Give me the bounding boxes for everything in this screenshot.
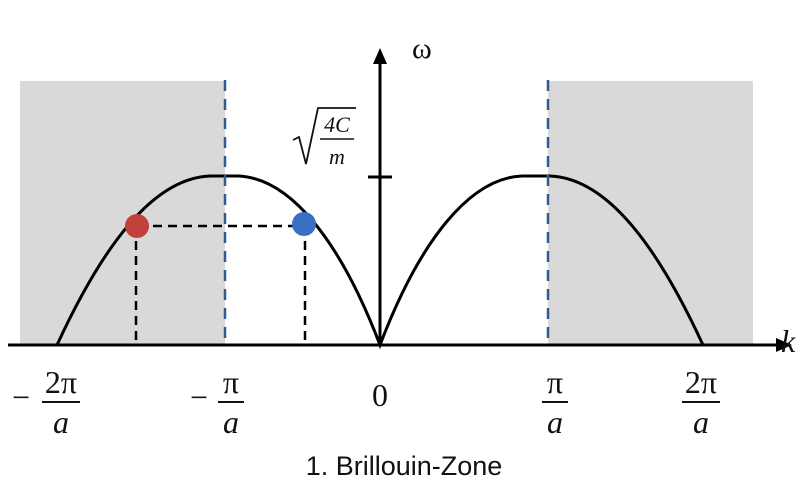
tick-zero-label: 0 — [372, 377, 388, 413]
blue-point — [292, 212, 316, 236]
tick-denominator: a — [693, 404, 709, 440]
tick-fraction-bar — [542, 401, 568, 403]
tick-minus-pi-over-a: π a — [186, 365, 276, 439]
sqrt-denominator: m — [329, 144, 345, 169]
y-axis-label: ω — [412, 32, 432, 65]
tick-fraction-bar — [42, 401, 80, 403]
x-axis-arrowhead — [776, 338, 792, 352]
x-axis-label: k — [781, 323, 796, 359]
tick-fraction-bar — [218, 401, 244, 403]
shaded-region-left — [20, 81, 225, 345]
tick-denominator: a — [223, 404, 239, 440]
tick-pi-over-a: π a — [510, 365, 600, 439]
figure-caption: 1. Brillouin-Zone — [305, 451, 503, 481]
tick-numerator: π — [222, 364, 240, 400]
tick-denominator: a — [547, 404, 563, 440]
tick-numerator: 2π — [684, 364, 718, 400]
tick-numerator: 2π — [44, 364, 78, 400]
tick-fraction-bar — [682, 401, 720, 403]
red-point — [125, 214, 149, 238]
tick-minus-pi-sign: − — [190, 379, 209, 415]
tick-minus-2pi-sign: − — [12, 379, 31, 415]
tick-numerator: π — [546, 364, 564, 400]
tick-2pi-over-a: 2π a — [656, 365, 746, 439]
tick-zero: 0 — [335, 378, 425, 412]
sqrt-sign — [292, 107, 356, 165]
tick-denominator: a — [53, 404, 69, 440]
y-axis-arrowhead — [373, 48, 387, 64]
tick-minus-2pi-over-a: 2π a — [16, 365, 106, 439]
y-tick-label: 4C m — [292, 107, 356, 169]
sqrt-numerator: 4C — [324, 112, 350, 137]
shaded-region-right — [548, 81, 753, 345]
